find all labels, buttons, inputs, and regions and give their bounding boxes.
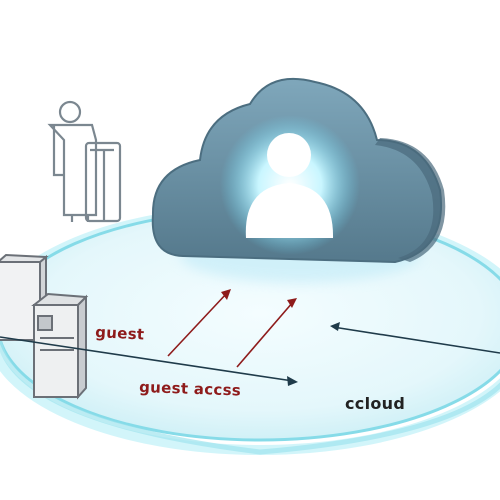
guest-access-arrow [0, 336, 294, 382]
up-arrow-1-head [221, 289, 231, 300]
up-arrow-1 [167, 292, 228, 357]
user-icon [220, 115, 360, 255]
guest-access-label: guest accss [139, 378, 242, 400]
flow-arrows [0, 289, 500, 386]
up-arrow-2 [236, 301, 294, 368]
person-outline-icon [47, 100, 122, 223]
guest-access-arrowhead [287, 376, 298, 386]
guest-label: guest [95, 323, 145, 344]
up-arrow-2-head [287, 298, 297, 308]
cloud-link-line [332, 326, 500, 354]
cloud-label: ccloud [345, 394, 405, 413]
cloud-link-start [330, 322, 340, 331]
server-rack-icon [0, 253, 89, 400]
